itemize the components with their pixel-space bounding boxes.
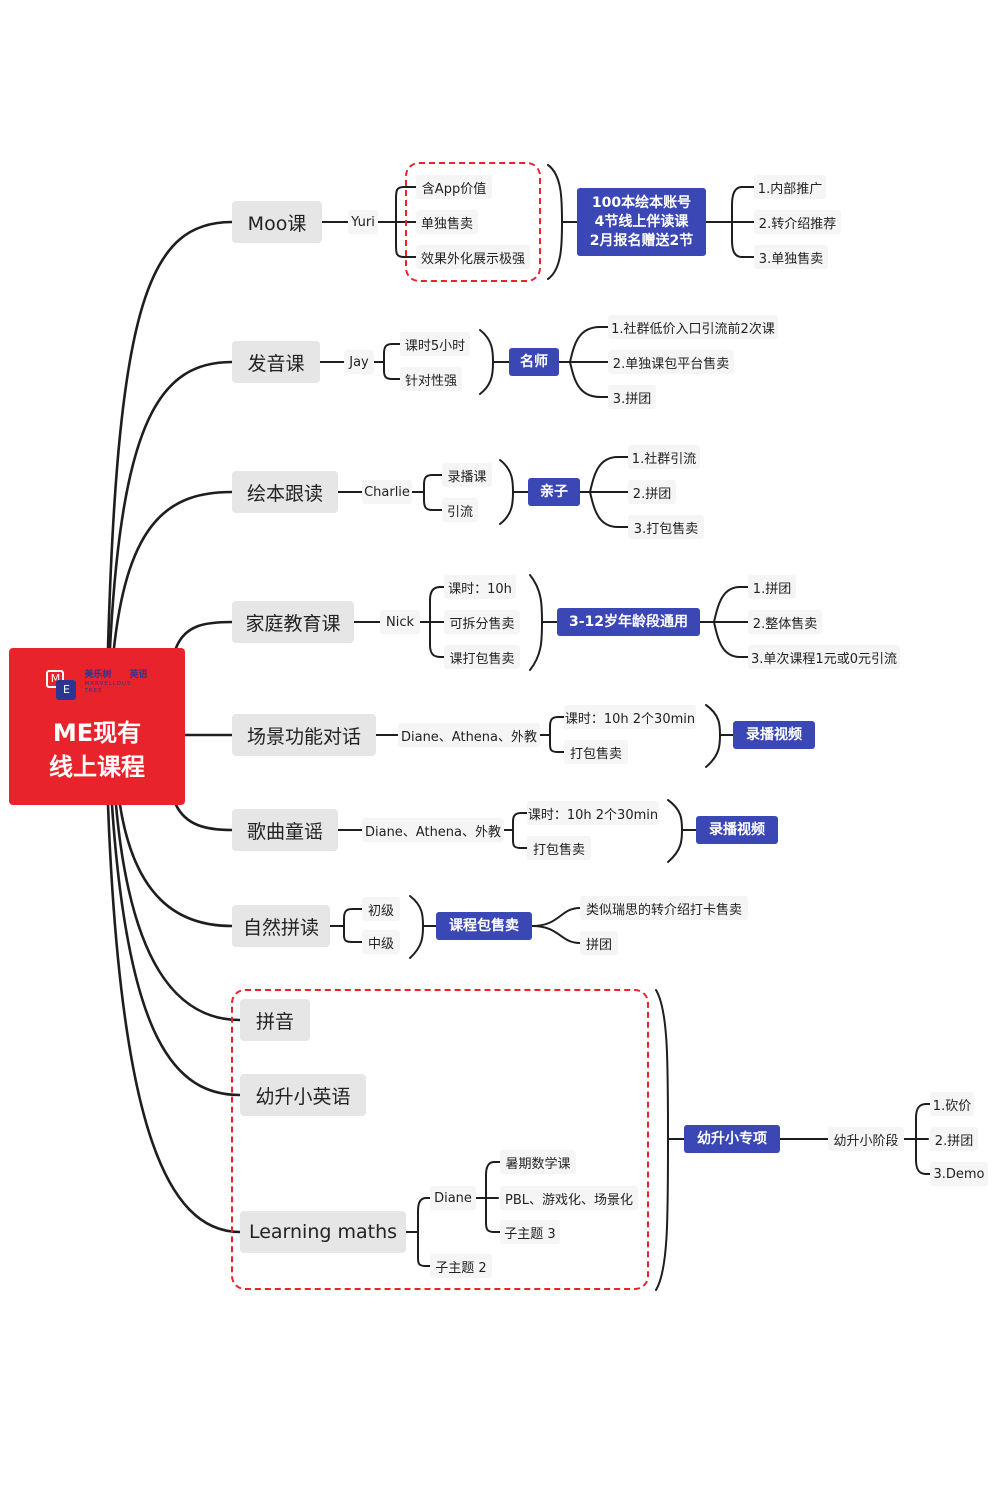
logo-cn-1: 美乐树 xyxy=(84,669,112,680)
songs-summary[interactable]: 录播视频 xyxy=(696,816,778,844)
pronunciation-feature-2[interactable]: 针对性强 xyxy=(400,367,462,391)
course-phonics[interactable]: 自然拼读 xyxy=(232,905,330,947)
scene-teachers[interactable]: Diane、Athena、外教 xyxy=(398,723,540,747)
moo-channel-2[interactable]: 2.转介绍推荐 xyxy=(754,210,841,234)
phonics-summary[interactable]: 课程包售卖 xyxy=(436,912,532,940)
root-node[interactable]: M E 美乐树思创英语 MARVELLOUS TREE ME现有 线上课程 xyxy=(9,648,185,805)
moo-features-highlight xyxy=(405,162,541,282)
pronunciation-feature-1[interactable]: 课时5小时 xyxy=(400,332,470,356)
maths-subtopic-2[interactable]: 子主题 2 xyxy=(430,1254,492,1278)
course-pronunciation[interactable]: 发音课 xyxy=(232,341,320,383)
teacher-charlie[interactable]: Charlie xyxy=(362,480,412,504)
brand-logo: M E 美乐树思创英语 MARVELLOUS TREE xyxy=(46,669,148,702)
moo-channel-1[interactable]: 1.内部推广 xyxy=(754,175,826,199)
phonics-channel-2[interactable]: 拼团 xyxy=(580,931,618,955)
moo-feature-1[interactable]: 含App价值 xyxy=(416,175,492,199)
picturebook-channel-2[interactable]: 2.拼团 xyxy=(628,480,676,504)
picturebook-channel-1[interactable]: 1.社群引流 xyxy=(628,445,700,469)
phonics-level-1[interactable]: 初级 xyxy=(362,897,400,921)
family-feature-2[interactable]: 可拆分售卖 xyxy=(444,610,520,634)
moo-summary-line1: 100本绘本账号 xyxy=(591,194,692,211)
picturebook-summary[interactable]: 亲子 xyxy=(528,478,580,506)
moo-summary-line2: 4节线上伴读课 xyxy=(594,213,689,230)
maths-topic-3[interactable]: 子主题 3 xyxy=(500,1220,560,1244)
songs-feature-1[interactable]: 课时：10h 2个30min xyxy=(527,801,659,825)
scene-summary[interactable]: 录播视频 xyxy=(733,721,815,749)
picturebook-feature-1[interactable]: 录播课 xyxy=(442,463,492,487)
special-stage[interactable]: 幼升小阶段 xyxy=(828,1127,904,1151)
pronunciation-channel-3[interactable]: 3.拼团 xyxy=(608,385,656,409)
maths-topic-1[interactable]: 暑期数学课 xyxy=(500,1150,576,1174)
pronunciation-channel-2[interactable]: 2.单独课包平台售卖 xyxy=(608,350,734,374)
logo-e-letter: E xyxy=(56,679,77,700)
phonics-level-2[interactable]: 中级 xyxy=(362,930,400,954)
course-learning-maths[interactable]: Learning maths xyxy=(240,1211,406,1253)
logo-en-2: TREE xyxy=(84,687,103,694)
scene-feature-1[interactable]: 课时：10h 2个30min xyxy=(564,705,696,729)
picturebook-channel-3[interactable]: 3.打包售卖 xyxy=(628,515,704,539)
songs-teachers[interactable]: Diane、Athena、外教 xyxy=(362,818,504,842)
family-summary[interactable]: 3-12岁年龄段通用 xyxy=(557,608,700,636)
moo-summary-line3: 2月报名赠送2节 xyxy=(589,232,694,249)
family-feature-3[interactable]: 课打包售卖 xyxy=(444,645,520,669)
course-moo[interactable]: Moo课 xyxy=(232,201,322,243)
scene-feature-2[interactable]: 打包售卖 xyxy=(564,740,628,764)
family-channel-3[interactable]: 3.单次课程1元或0元引流 xyxy=(748,645,900,669)
pronunciation-channel-1[interactable]: 1.社群低价入口引流前2次课 xyxy=(608,315,778,339)
picturebook-feature-2[interactable]: 引流 xyxy=(442,498,478,522)
course-preschool-english[interactable]: 幼升小英语 xyxy=(240,1074,366,1116)
course-pinyin[interactable]: 拼音 xyxy=(240,999,310,1041)
logo-icon: M E xyxy=(46,669,82,702)
logo-cn-2: 思创 xyxy=(111,669,130,680)
teacher-yuri[interactable]: Yuri xyxy=(348,210,378,234)
maths-teacher-diane[interactable]: Diane xyxy=(430,1186,476,1210)
course-songs-rhymes[interactable]: 歌曲童谣 xyxy=(232,809,338,851)
moo-feature-2[interactable]: 单独售卖 xyxy=(416,210,478,234)
course-scene-dialogue[interactable]: 场景功能对话 xyxy=(232,714,376,756)
special-channel-1[interactable]: 1.砍价 xyxy=(930,1092,974,1116)
teacher-jay[interactable]: Jay xyxy=(344,350,374,374)
course-family-education[interactable]: 家庭教育课 xyxy=(232,601,354,643)
teacher-nick[interactable]: Nick xyxy=(380,610,420,634)
moo-feature-3[interactable]: 效果外化展示极强 xyxy=(416,245,530,269)
logo-cn-3: 英语 xyxy=(129,669,148,680)
songs-feature-2[interactable]: 打包售卖 xyxy=(527,836,591,860)
special-channel-3[interactable]: 3.Demo xyxy=(930,1162,988,1186)
root-title-line2: 线上课程 xyxy=(49,752,145,781)
family-feature-1[interactable]: 课时：10h xyxy=(444,575,516,599)
special-channel-2[interactable]: 2.拼团 xyxy=(930,1127,978,1151)
family-channel-1[interactable]: 1.拼团 xyxy=(748,575,796,599)
course-picturebook[interactable]: 绘本跟读 xyxy=(232,471,338,513)
root-title-line1: ME现有 xyxy=(52,718,142,747)
special-courses-highlight xyxy=(231,989,649,1290)
logo-en-1: MARVELLOUS xyxy=(84,680,132,687)
maths-topic-2[interactable]: PBL、游戏化、场景化 xyxy=(500,1186,638,1210)
moo-channel-3[interactable]: 3.单独售卖 xyxy=(754,245,828,269)
special-summary[interactable]: 幼升小专项 xyxy=(684,1125,780,1153)
moo-summary[interactable]: 100本绘本账号 4节线上伴读课 2月报名赠送2节 xyxy=(577,188,706,256)
family-channel-2[interactable]: 2.整体售卖 xyxy=(748,610,822,634)
phonics-channel-1[interactable]: 类似瑞思的转介绍打卡售卖 xyxy=(580,896,748,920)
pronunciation-summary[interactable]: 名师 xyxy=(509,348,559,376)
